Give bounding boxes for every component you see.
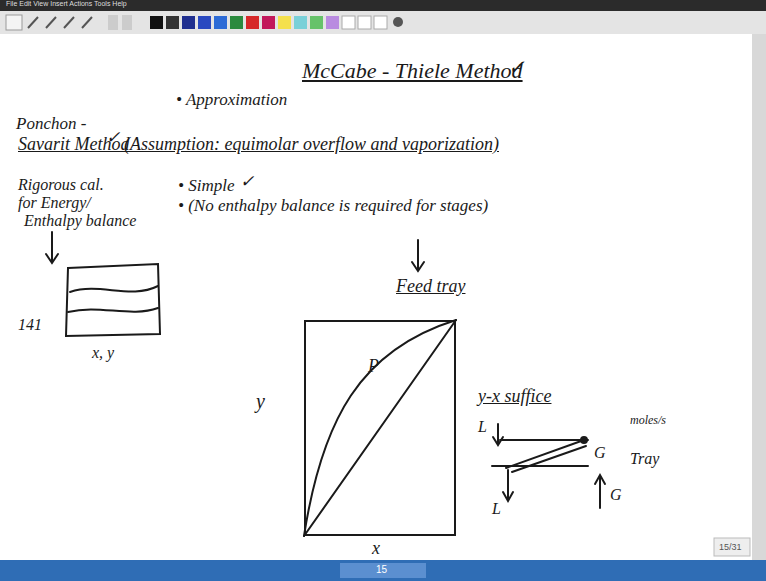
toolbar: [0, 11, 766, 34]
check-mark: ✓: [240, 172, 254, 192]
menu-bar: [0, 0, 766, 11]
stream-label: G: [594, 444, 606, 462]
page-counter-box: [714, 538, 750, 556]
callout-number: 141: [18, 316, 42, 334]
bullet-note: • Simple: [178, 176, 234, 196]
equilibrium-curve: [304, 320, 456, 536]
diagonal-line: [304, 320, 456, 536]
page-indicator: [340, 563, 426, 578]
plot-label: P: [368, 356, 379, 377]
check-mark: ✓: [508, 56, 525, 79]
down-arrow: [46, 232, 58, 263]
axis-label: y: [256, 390, 265, 413]
unit-label: moles/s: [630, 414, 666, 428]
menu-text: File Edit View Insert Actions Tools Help: [6, 0, 127, 8]
flow-arrow: [503, 470, 513, 501]
down-arrow: [412, 240, 424, 271]
note-text: Enthalpy balance: [24, 212, 136, 230]
flow-arrow: [595, 475, 605, 508]
tray-line: [70, 286, 158, 292]
handwritten-strokes: [46, 232, 605, 536]
axis-label: x: [372, 538, 380, 559]
assumption-note: (Assumption: equimolar overflow and vapo…: [124, 134, 499, 155]
note-text: Ponchon -: [16, 114, 86, 134]
tray-line: [68, 308, 158, 312]
tray-label: Tray: [630, 450, 659, 468]
toolbar-icons: [6, 15, 403, 30]
bullet-note: • (No enthalpy balance is required for s…: [178, 196, 498, 216]
scrollbar: [752, 34, 766, 560]
bullet-note: • Approximation: [176, 90, 287, 110]
slide-title: McCabe - Thiele Method: [302, 58, 523, 83]
note-text: for Energy/: [18, 194, 91, 212]
plot-frame: P: [304, 320, 456, 536]
bottom-bar: [0, 560, 766, 581]
page-counter: 15/31: [719, 542, 742, 552]
stream-label: G: [610, 486, 622, 504]
note-text: y-x suffice: [478, 386, 551, 407]
tray-sketch: [66, 264, 160, 336]
page-number: 15: [376, 564, 387, 576]
axis-label: x, y: [92, 344, 114, 362]
tray-stream: [506, 440, 586, 472]
note-text: Rigorous cal.: [18, 176, 104, 194]
flow-arrow: [493, 424, 503, 445]
check-mark: ✓: [106, 128, 120, 148]
heading-note: Feed tray: [396, 276, 465, 297]
stream-label: L: [478, 418, 487, 436]
tray-point: [581, 437, 587, 443]
stream-label: L: [492, 500, 501, 518]
